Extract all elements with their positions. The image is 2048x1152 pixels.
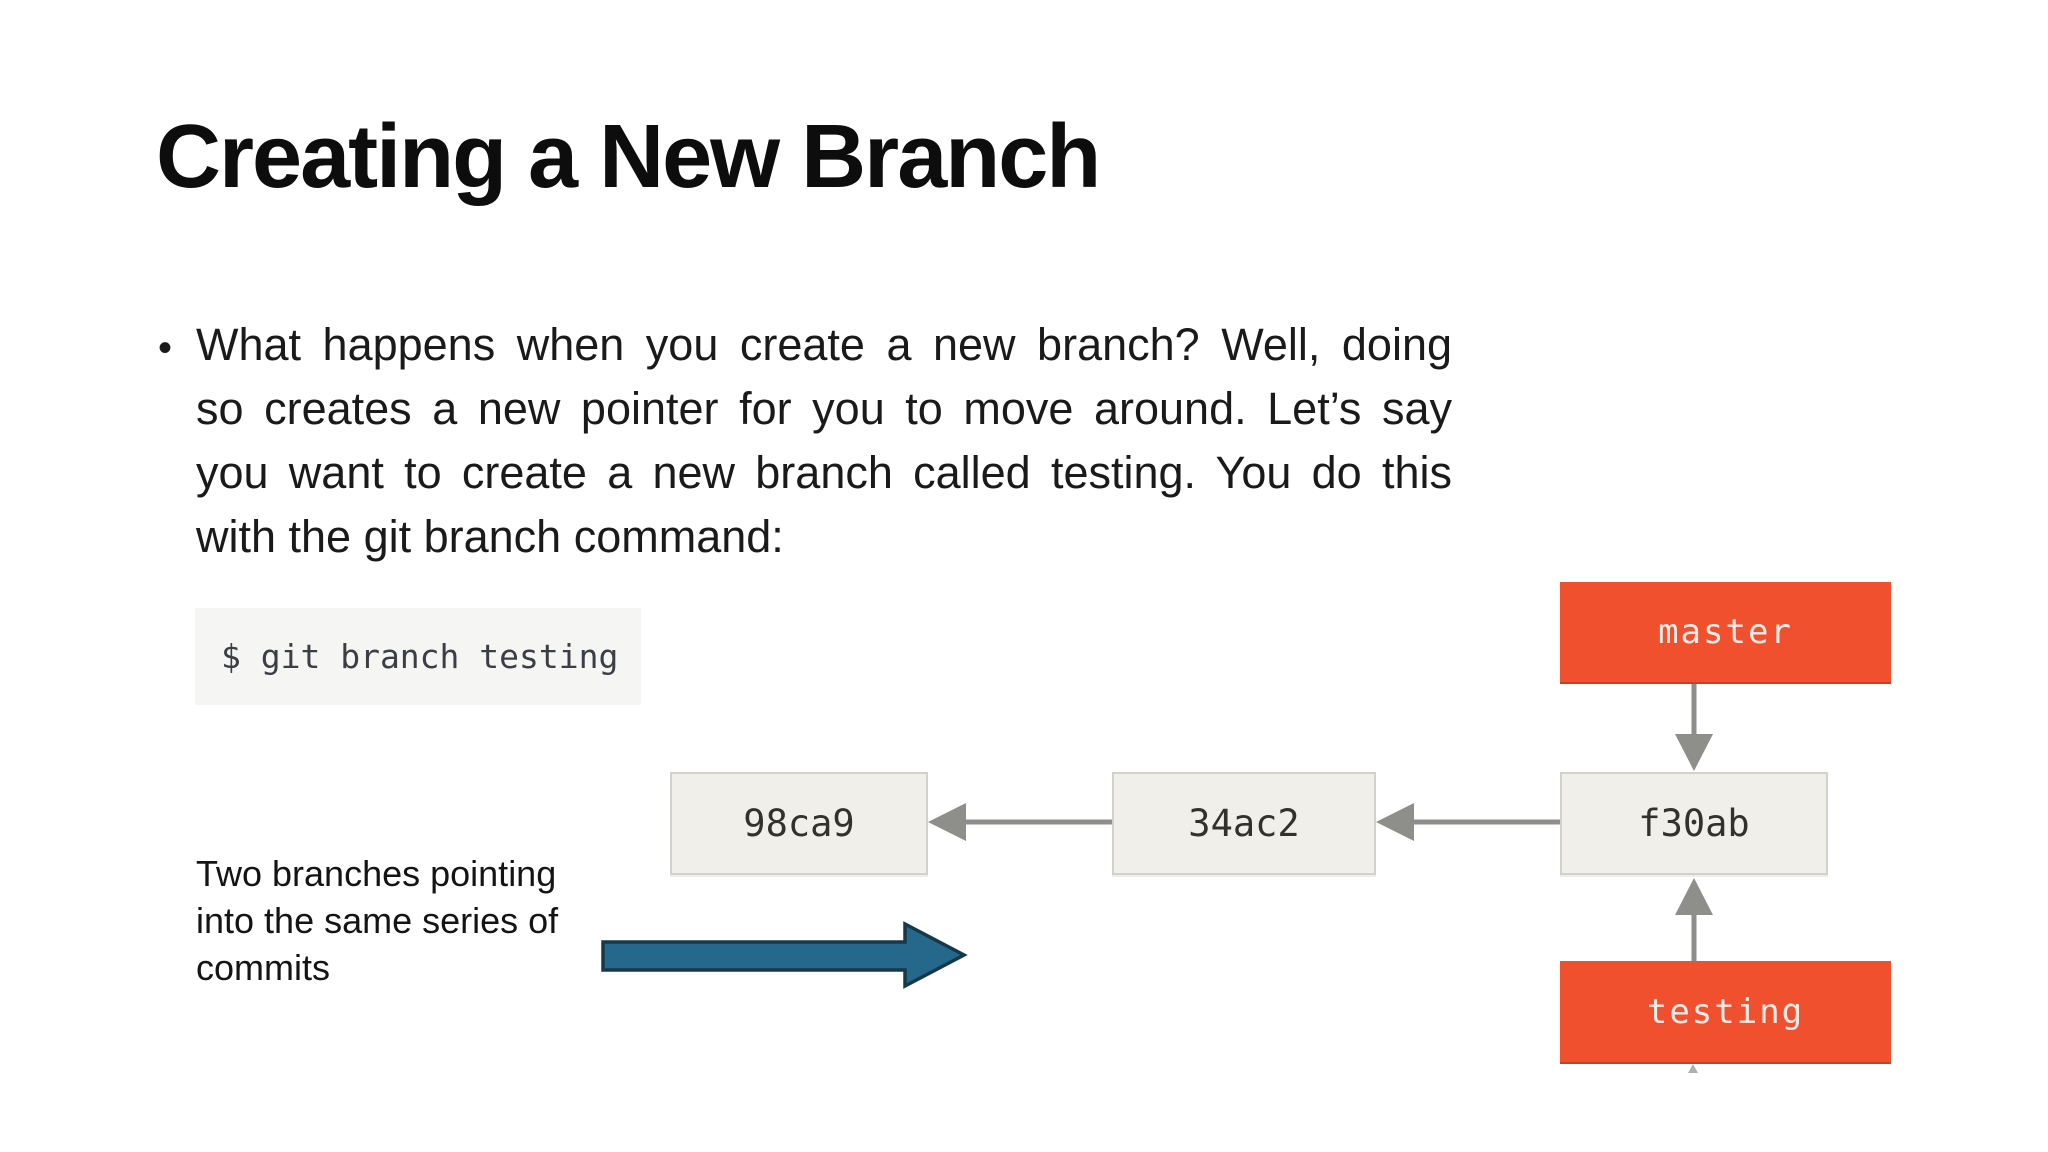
highlight-arrow-icon — [601, 921, 968, 989]
bullet-marker: • — [158, 326, 173, 370]
paragraph-line: What happens when you create a new branc… — [196, 319, 1452, 370]
caption-line: Two branches pointing — [196, 853, 557, 894]
paragraph-line: with the git branch command: — [196, 511, 784, 562]
commit-hash: f30ab — [1638, 802, 1750, 845]
page-title: Creating a New Branch — [156, 107, 1101, 207]
commit-box-34ac2: 34ac2 — [1112, 772, 1376, 875]
commit-box-98ca9: 98ca9 — [670, 772, 928, 875]
paragraph-line: you want to create a new branch called t… — [196, 447, 1452, 498]
commit-box-f30ab: f30ab — [1560, 772, 1828, 875]
commit-hash: 34ac2 — [1188, 802, 1300, 845]
arrow-down-icon — [1675, 684, 1713, 771]
body-paragraph: What happens when you create a new branc… — [196, 313, 1452, 569]
branch-label: testing — [1646, 991, 1805, 1032]
caption-line: commits — [196, 947, 330, 988]
arrow-left-icon — [1376, 803, 1560, 841]
paragraph-line: so creates a new pointer for you to move… — [196, 383, 1452, 434]
code-snippet-box: $ git branch testing — [195, 608, 641, 705]
caption-line: into the same series of — [196, 900, 559, 941]
annotation-caption: Two branches pointing into the same seri… — [196, 850, 656, 991]
arrow-up-icon — [1675, 878, 1713, 961]
branch-box-master: master — [1560, 582, 1891, 684]
cropped-arrow-remnant — [1688, 1064, 1698, 1073]
commit-hash: 98ca9 — [743, 802, 855, 845]
branch-label: master — [1658, 612, 1793, 652]
branch-box-testing: testing — [1560, 961, 1891, 1064]
code-snippet-text: $ git branch testing — [221, 637, 619, 676]
arrow-left-icon — [928, 803, 1112, 841]
